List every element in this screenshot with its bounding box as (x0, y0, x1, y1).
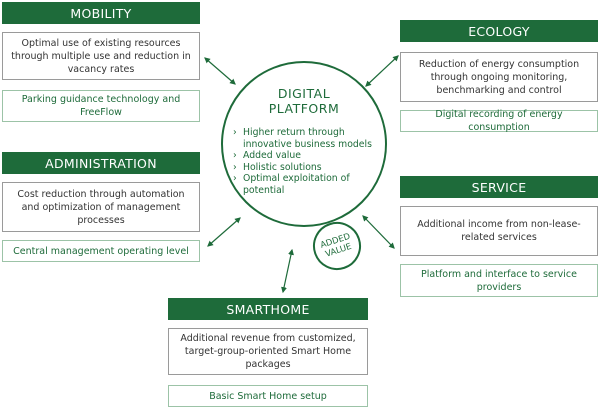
platform-benefit: Optimal exploitation of potential (233, 173, 379, 196)
service-highlight: Platform and interface to service provid… (400, 264, 598, 297)
digital-platform-circle: DIGITAL PLATFORM Higher return through i… (221, 61, 387, 227)
arrow-administration (207, 217, 241, 247)
mobility-description: Optimal use of existing resources throug… (2, 32, 200, 80)
platform-benefit: Higher return through innovative busines… (233, 127, 379, 150)
mobility-highlight: Parking guidance technology and FreeFlow (2, 90, 200, 122)
arrow-smarthome (281, 248, 294, 294)
administration-highlight: Central management operating level (2, 240, 200, 262)
platform-benefit: Holistic solutions (233, 162, 379, 174)
service-header: SERVICE (400, 176, 598, 198)
platform-title-line1: DIGITAL (277, 86, 331, 101)
mobility-header: MOBILITY (2, 2, 200, 24)
platform-benefits-list: Higher return through innovative busines… (233, 127, 379, 196)
service-description: Additional income from non-lease-related… (400, 206, 598, 256)
arrow-service (362, 215, 395, 249)
ecology-highlight: Digital recording of energy consumption (400, 109, 598, 133)
platform-benefit: Added value (233, 150, 379, 162)
ecology-header: ECOLOGY (400, 20, 598, 42)
platform-title-line2: PLATFORM (268, 101, 340, 116)
ecology-description: Reduction of energy consumption through … (400, 52, 598, 102)
smarthome-description: Additional revenue from customized, targ… (168, 328, 368, 375)
smarthome-highlight: Basic Smart Home setup (168, 385, 368, 407)
arrow-ecology (365, 55, 399, 87)
administration-header: ADMINISTRATION (2, 152, 200, 174)
arrow-mobility (204, 57, 236, 85)
administration-description: Cost reduction through automation and op… (2, 182, 200, 232)
smarthome-header: SMARTHOME (168, 298, 368, 320)
